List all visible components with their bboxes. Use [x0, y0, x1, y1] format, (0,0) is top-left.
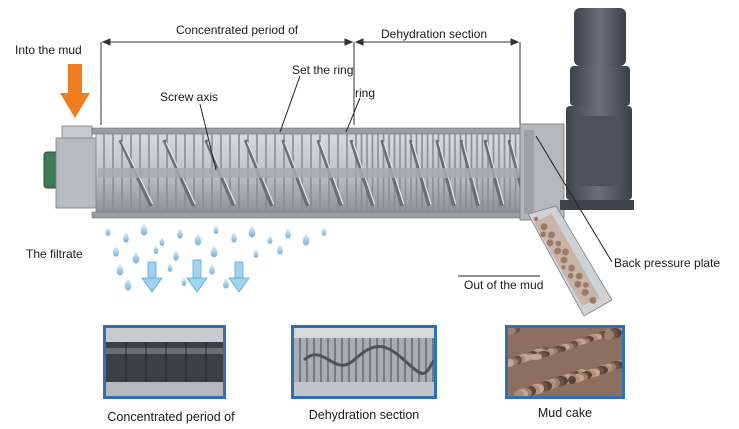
- inlet-arrow: [60, 64, 90, 118]
- label-screw-axis: Screw axis: [160, 90, 219, 104]
- filtrate-drops: [105, 223, 327, 291]
- label-concentrated-period: Concentrated period of: [176, 23, 299, 37]
- label-back-pressure-plate: Back pressure plate: [614, 256, 721, 270]
- label-the-filtrate: The filtrate: [26, 247, 83, 261]
- caption-dehydration: Dehydration section: [308, 408, 420, 422]
- photo-dehydration-section: [291, 325, 437, 399]
- drive-motor: [560, 8, 634, 210]
- label-out-of-the-mud: Out of the mud: [464, 278, 544, 292]
- photo-mud-cake: [505, 325, 625, 399]
- caption-mud-cake: Mud cake: [537, 406, 593, 420]
- caption-concentrated: Concentrated period of: [107, 410, 235, 424]
- leader-lines: [199, 75, 613, 277]
- filtrate-arrows: [141, 259, 250, 293]
- label-set-the-ring: Set the ring: [292, 63, 354, 77]
- label-into-the-mud: Into the mud: [15, 43, 82, 57]
- dimension-lines: [100, 38, 521, 125]
- label-ring: ring: [355, 86, 376, 100]
- photo-concentrated-section: [103, 325, 226, 399]
- label-dehydration-section: Dehydration section: [381, 27, 488, 41]
- discharge-chute: [527, 205, 613, 317]
